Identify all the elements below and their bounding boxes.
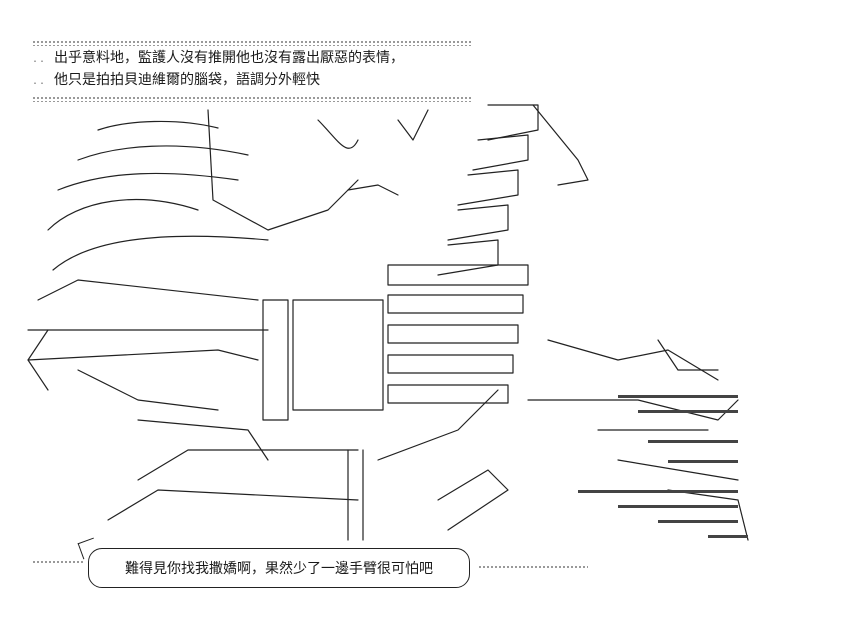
mouth [347,184,399,196]
hair-strand-3 [57,172,239,191]
body-block-5 [387,384,509,404]
dots-bottom-left [32,560,84,564]
body-block-2 [387,294,524,314]
speech-bubble: 難得見你找我撒嬌啊，果然少了一邊手臂很可怕吧 [88,548,470,588]
narration-leader-1: .. [32,54,47,65]
leg-line-2 [107,489,359,521]
left-edge [27,329,49,391]
stripe-1 [578,490,738,493]
stripe-6 [638,410,738,413]
right-arm-top [547,339,719,381]
ascii-art-illustration [27,104,749,541]
waist-line [137,419,269,461]
column-left [262,299,289,421]
right-arm-lower [617,459,739,481]
armor-stripes [437,104,589,276]
boot [437,469,509,531]
body-block-3 [387,324,519,344]
stripe-5 [618,395,738,398]
stripe-7 [648,440,738,443]
face-outline [207,109,359,231]
narration-line-2: ..他只是拍拍貝迪維爾的腦袋，語調分外輕快 [32,72,321,88]
narration-box: ..出乎意料地，監護人沒有推開他也沒有露出厭惡的表情， ..他只是拍拍貝迪維爾的… [32,48,472,92]
stripe-4 [708,535,748,538]
right-arm-tail [667,489,749,541]
hair-strand-4 [47,199,199,231]
eye-left [317,119,359,149]
shoulder-line [37,279,259,301]
arm-line [77,369,219,411]
hair-strand-2 [77,145,249,161]
dots-bottom-right [478,565,588,569]
narration-leader-2: .. [32,76,47,87]
eye-right [397,109,429,141]
hair-strand-5 [52,235,269,271]
torso-line-2 [27,349,259,361]
hand [657,339,719,371]
narration-bottom-border [32,96,472,102]
body-block-1 [387,264,529,286]
speech-text: 難得見你找我撒嬌啊，果然少了一邊手臂很可怕吧 [125,561,433,577]
column-mid [292,299,384,411]
stripe-8 [668,460,738,463]
leg-line-1 [137,449,359,481]
narration-line-1: ..出乎意料地，監護人沒有推開他也沒有露出厭惡的表情， [32,50,405,66]
stripe-3 [658,520,738,523]
leg-diagonal [377,389,499,461]
narration-top-border [32,40,472,46]
body-block-4 [387,354,514,374]
hair-strand-1 [97,120,219,131]
stripe-2 [618,505,738,508]
